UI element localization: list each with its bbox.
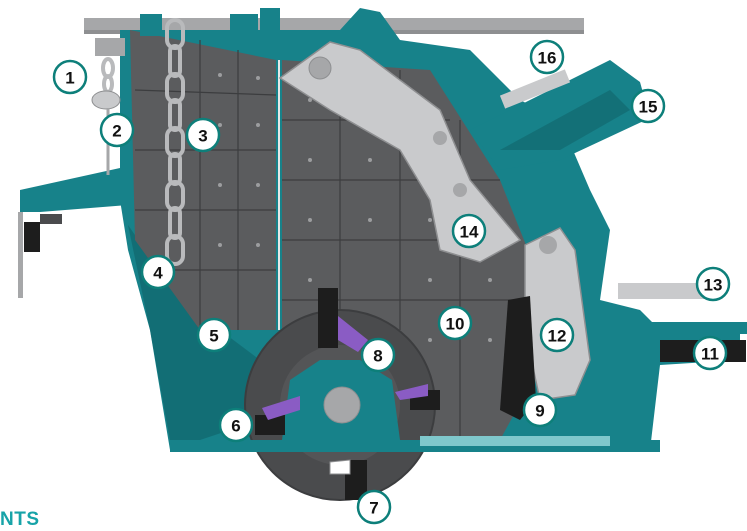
callout-number: 10 xyxy=(446,315,465,334)
callout-7: 7 xyxy=(356,489,392,525)
callout-number: 11 xyxy=(701,345,719,364)
callout-number: 3 xyxy=(198,127,207,146)
callout-number: 15 xyxy=(639,98,658,117)
left-bracket xyxy=(24,222,40,252)
callout-2: 2 xyxy=(99,112,135,148)
apron-arm-hole-2 xyxy=(453,183,467,197)
callout-circle xyxy=(356,489,392,525)
callout-16: 16 xyxy=(529,39,565,75)
left-bracket-plate xyxy=(40,214,62,224)
wedge-left xyxy=(262,396,300,420)
callout-number: 2 xyxy=(112,122,121,141)
blow-bar-left xyxy=(255,415,285,435)
feed-chute-shadow xyxy=(500,90,630,150)
wedge-bottom xyxy=(329,459,351,475)
left-support-arm xyxy=(20,168,128,212)
callout-number: 4 xyxy=(153,264,163,283)
callout-circle xyxy=(360,337,396,373)
callout-circle xyxy=(529,39,565,75)
apron-wear-bars xyxy=(500,296,536,420)
callout-number: 14 xyxy=(460,223,479,242)
callout-circle xyxy=(630,88,666,124)
apron-arm-hole-1 xyxy=(433,131,447,145)
callout-circle xyxy=(539,317,575,353)
callout-circle xyxy=(451,213,487,249)
callout-15: 15 xyxy=(630,88,666,124)
callout-number: 9 xyxy=(535,402,544,421)
wedge-right xyxy=(395,384,428,400)
blow-bar-top xyxy=(318,288,338,348)
top-bracket-2 xyxy=(230,14,258,44)
callout-14: 14 xyxy=(451,213,487,249)
callout-circle xyxy=(140,254,176,290)
callout-13: 13 xyxy=(695,266,731,302)
callout-3: 3 xyxy=(185,117,221,153)
top-bracket-3 xyxy=(260,8,280,48)
callout-5: 5 xyxy=(196,317,232,353)
callout-1: 1 xyxy=(52,59,88,95)
footer-text: NTS xyxy=(0,509,40,530)
callout-number: 12 xyxy=(548,327,567,346)
callout-circle xyxy=(522,392,558,428)
callout-circle xyxy=(185,117,221,153)
callout-circle xyxy=(692,335,728,371)
callout-circle xyxy=(52,59,88,95)
callout-number: 13 xyxy=(704,276,723,295)
wedge-top xyxy=(338,316,368,352)
adjust-rod-16 xyxy=(499,69,571,109)
callout-6: 6 xyxy=(218,407,254,443)
callout-circle xyxy=(695,266,731,302)
hanger-hook xyxy=(101,57,115,94)
curtain-chain xyxy=(165,18,185,266)
callout-number: 8 xyxy=(373,347,382,366)
callout-circle xyxy=(218,407,254,443)
right-liner-plate xyxy=(282,60,560,440)
discharge-plate xyxy=(420,436,610,446)
primary-apron-arm xyxy=(278,41,522,263)
adjust-rod-13 xyxy=(618,283,708,299)
apron-arm-pivot xyxy=(308,56,332,80)
callout-9: 9 xyxy=(522,392,558,428)
rotor-shaft xyxy=(323,386,361,424)
callout-number: 16 xyxy=(538,49,557,68)
callout-number: 6 xyxy=(231,417,240,436)
callout-number: 5 xyxy=(209,327,218,346)
hanger-bracket xyxy=(95,38,125,56)
callout-12: 12 xyxy=(539,317,575,353)
hanger-pulley xyxy=(91,90,121,110)
callout-number: 1 xyxy=(65,69,74,88)
callout-11: 11 xyxy=(692,335,728,371)
feed-beam-11-top xyxy=(640,322,747,334)
callout-8: 8 xyxy=(360,337,396,373)
callout-10: 10 xyxy=(437,305,473,341)
callout-circle xyxy=(196,317,232,353)
callout-4: 4 xyxy=(140,254,176,290)
callout-circle xyxy=(99,112,135,148)
secondary-arm-pivot xyxy=(539,236,557,254)
callout-number: 7 xyxy=(369,499,378,518)
callout-circle xyxy=(437,305,473,341)
left-tie-rod xyxy=(18,212,23,298)
top-bracket-1 xyxy=(140,14,162,36)
